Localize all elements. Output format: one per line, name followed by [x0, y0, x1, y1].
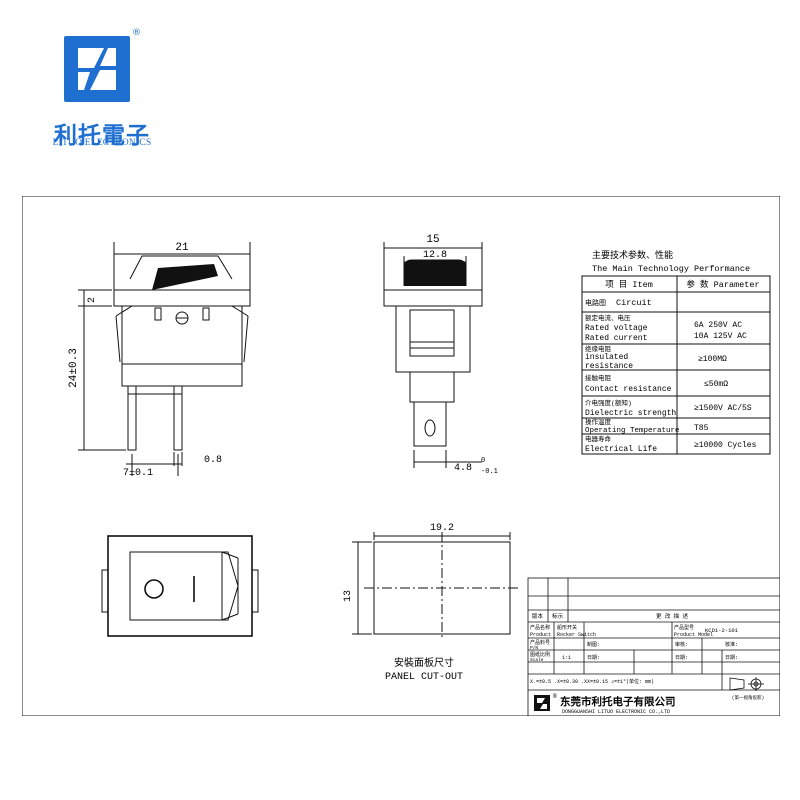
- tb-date-label-3: 日期:: [725, 655, 738, 661]
- panel-cutout-view: [352, 532, 520, 640]
- spec-heading-cn: 主要技术参数、性能: [592, 249, 673, 261]
- tb-approve-label: 核准:: [725, 641, 738, 648]
- tb-date-label-1: 日期:: [587, 655, 600, 661]
- tb-product-model-label-en: Product Model: [674, 632, 713, 638]
- front-view: [78, 242, 251, 476]
- spec-row-insul-en: insulated: [585, 353, 628, 362]
- logo-mark-icon: [78, 48, 116, 90]
- spec-table: [581, 275, 771, 455]
- tb-company-cn: 东莞市利托电子有限公司: [560, 695, 676, 709]
- tb-product-model: KCD1-2-101: [705, 627, 739, 634]
- tb-tolerance: X.=±0.5 .X=±0.30 .XX=±0.15 ∠=±1°(单位: mm): [530, 678, 654, 685]
- side-view: [383, 242, 483, 468]
- spec-row-temp-value: T85: [694, 424, 709, 433]
- spec-row-rated-en: Rated voltage: [585, 324, 648, 333]
- panel-title-cn: 安裝面板尺寸: [394, 656, 454, 670]
- spec-row-dielectric-cn: 介电强度(额知): [585, 398, 632, 407]
- tb-change-label: 更 改 描 述: [656, 612, 688, 620]
- spec-row-temp-en: Operating Temperature: [585, 427, 680, 435]
- dim-side-cap: 12.8: [423, 250, 447, 261]
- spec-row-rated-value: 6A 250V AC: [694, 321, 742, 330]
- tb-draw-label: 制图:: [587, 641, 600, 648]
- spec-row-life-value: ≥10000 Cycles: [694, 441, 757, 450]
- spec-row-insul-value: ≥100MΩ: [698, 355, 727, 364]
- tb-scale-label: 图纸比例: [530, 651, 550, 658]
- dim-cutout-height: 13: [343, 590, 354, 602]
- dim-front-top: 2: [87, 297, 98, 303]
- tb-product-model-label: 产品型号: [674, 624, 694, 631]
- title-block: [527, 577, 780, 716]
- spec-row-circuit-en: Circuit: [616, 298, 652, 308]
- tb-product-name-label: 产品名称: [530, 624, 550, 631]
- tb-rev-label: 版本: [532, 612, 544, 620]
- spec-row-contact-cn: 接触电阻: [585, 373, 612, 382]
- spec-row-circuit-cn: 电路图: [585, 298, 606, 308]
- spec-row-rated-value2: 10A 125V AC: [694, 332, 747, 341]
- tb-review-label: 审核:: [675, 641, 688, 648]
- company-name-en: LITUO ELECTRONICS: [52, 138, 152, 148]
- spec-heading-en: The Main Technology Performance: [592, 264, 750, 274]
- spec-row-rated-cn: 额定电流、电压: [585, 313, 631, 322]
- tb-registered-mark: ®: [553, 693, 557, 700]
- spec-row-insul-cn: 绝缘电阻: [585, 344, 612, 353]
- tb-company-en: DONGGUANSHI LITUO ELECTRONIC CO.,LTD: [562, 709, 670, 715]
- spec-row-insul-en2: resistance: [585, 362, 633, 371]
- tb-product-name-en: Rocker Switch: [557, 632, 596, 638]
- dim-front-pin-pitch: 7±0.1: [123, 468, 153, 479]
- tb-projection: (第一视角投影): [732, 694, 764, 701]
- spec-row-temp-cn: 操作温度: [585, 417, 612, 426]
- dim-side-width: 15: [426, 234, 439, 246]
- company-name-cn: 利托電子: [54, 123, 150, 149]
- spec-row-life-en: Electrical Life: [585, 445, 657, 454]
- tb-product-name: 船形开关: [557, 624, 577, 631]
- spec-col-item: 项 目 Item: [605, 280, 653, 290]
- spec-row-dielectric-en: Dielectric strength: [585, 409, 676, 418]
- panel-title-en: PANEL CUT-OUT: [385, 672, 463, 683]
- tb-scale-value: 1:1: [562, 655, 571, 661]
- dim-front-pin-thick: 0.8: [204, 455, 222, 466]
- dim-cutout-width: 19.2: [430, 523, 454, 534]
- tb-mark-label: 标示: [552, 612, 564, 620]
- company-mini-logo: [534, 695, 550, 711]
- dim-side-pin: 4.8: [454, 463, 472, 474]
- spec-row-life-cn: 电器寿命: [585, 434, 612, 443]
- spec-col-param: 参 数 Parameter: [686, 279, 759, 290]
- registered-mark: ®: [132, 28, 141, 38]
- switch-top-view: [101, 535, 259, 637]
- spec-row-contact-en: Contact resistance: [585, 385, 672, 394]
- dim-front-height: 24±0.3: [68, 348, 80, 388]
- spec-row-contact-value: ≤50mΩ: [704, 380, 728, 389]
- tb-scale-label-en: Scale: [530, 657, 544, 663]
- tb-part-no-label-en: P/N: [530, 645, 538, 651]
- spec-row-rated-en2: Rated current: [585, 334, 647, 343]
- spec-row-dielectric-value: ≥1500V AC/5S: [694, 404, 752, 413]
- tb-part-no-label: 产品料号: [530, 639, 550, 646]
- dim-side-pin-tol-lower: -0.1: [481, 468, 498, 476]
- tb-product-name-label-en: Product: [530, 632, 551, 638]
- projection-symbol-icon: [729, 677, 764, 691]
- company-logo: [64, 36, 130, 102]
- tb-date-label-2: 日期:: [675, 655, 688, 661]
- dim-side-pin-tol-upper: 0: [481, 457, 485, 465]
- dim-front-width: 21: [175, 242, 189, 254]
- drawing-sheet: 21 2 24±0.3 7±0.1 0.8 15 12.8 4.8 0 -0.1: [22, 196, 780, 716]
